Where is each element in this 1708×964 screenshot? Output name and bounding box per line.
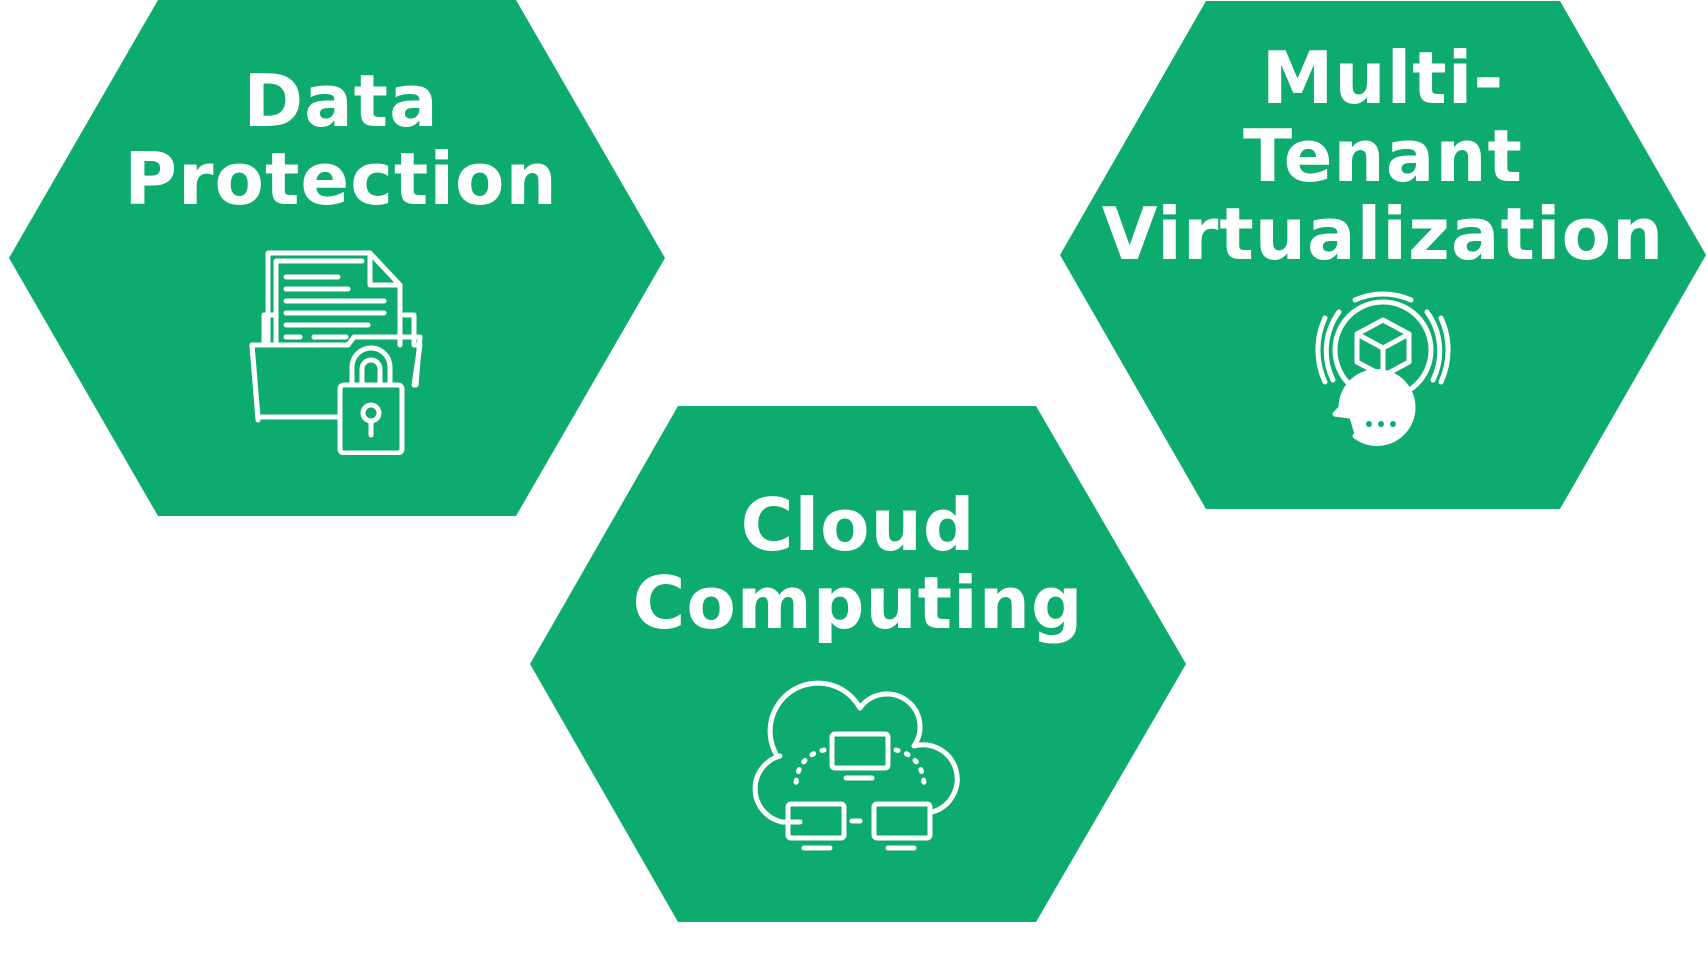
hexagon-shape: [9, 0, 665, 516]
title-line: Protection: [124, 137, 558, 221]
hexagon-cloud-computing: Cloud Computing: [530, 406, 1186, 922]
hexagon-shape: [530, 406, 1186, 922]
title-line: Multi-: [1261, 36, 1505, 120]
title-line: Cloud: [740, 483, 976, 567]
title-line: Tenant: [1243, 114, 1523, 198]
hexagon-title: Cloud Computing: [530, 486, 1186, 642]
cloud-network-icon: [752, 680, 960, 851]
hexagon-multi-tenant-virtualization: Multi- Tenant Virtualization: [1060, 1, 1706, 509]
title-line: Computing: [632, 561, 1084, 645]
hexagon-title: Multi- Tenant Virtualization: [1060, 39, 1706, 273]
hexagon-shape: [1060, 1, 1706, 509]
title-line: Virtualization: [1101, 192, 1665, 276]
hexagon-title: Data Protection: [9, 62, 673, 218]
folder-document-lock-icon: [249, 250, 423, 455]
title-line: Data: [243, 59, 439, 143]
cube-chat-icon: [1315, 291, 1451, 446]
hexagon-data-protection: Data Protection: [9, 0, 673, 516]
